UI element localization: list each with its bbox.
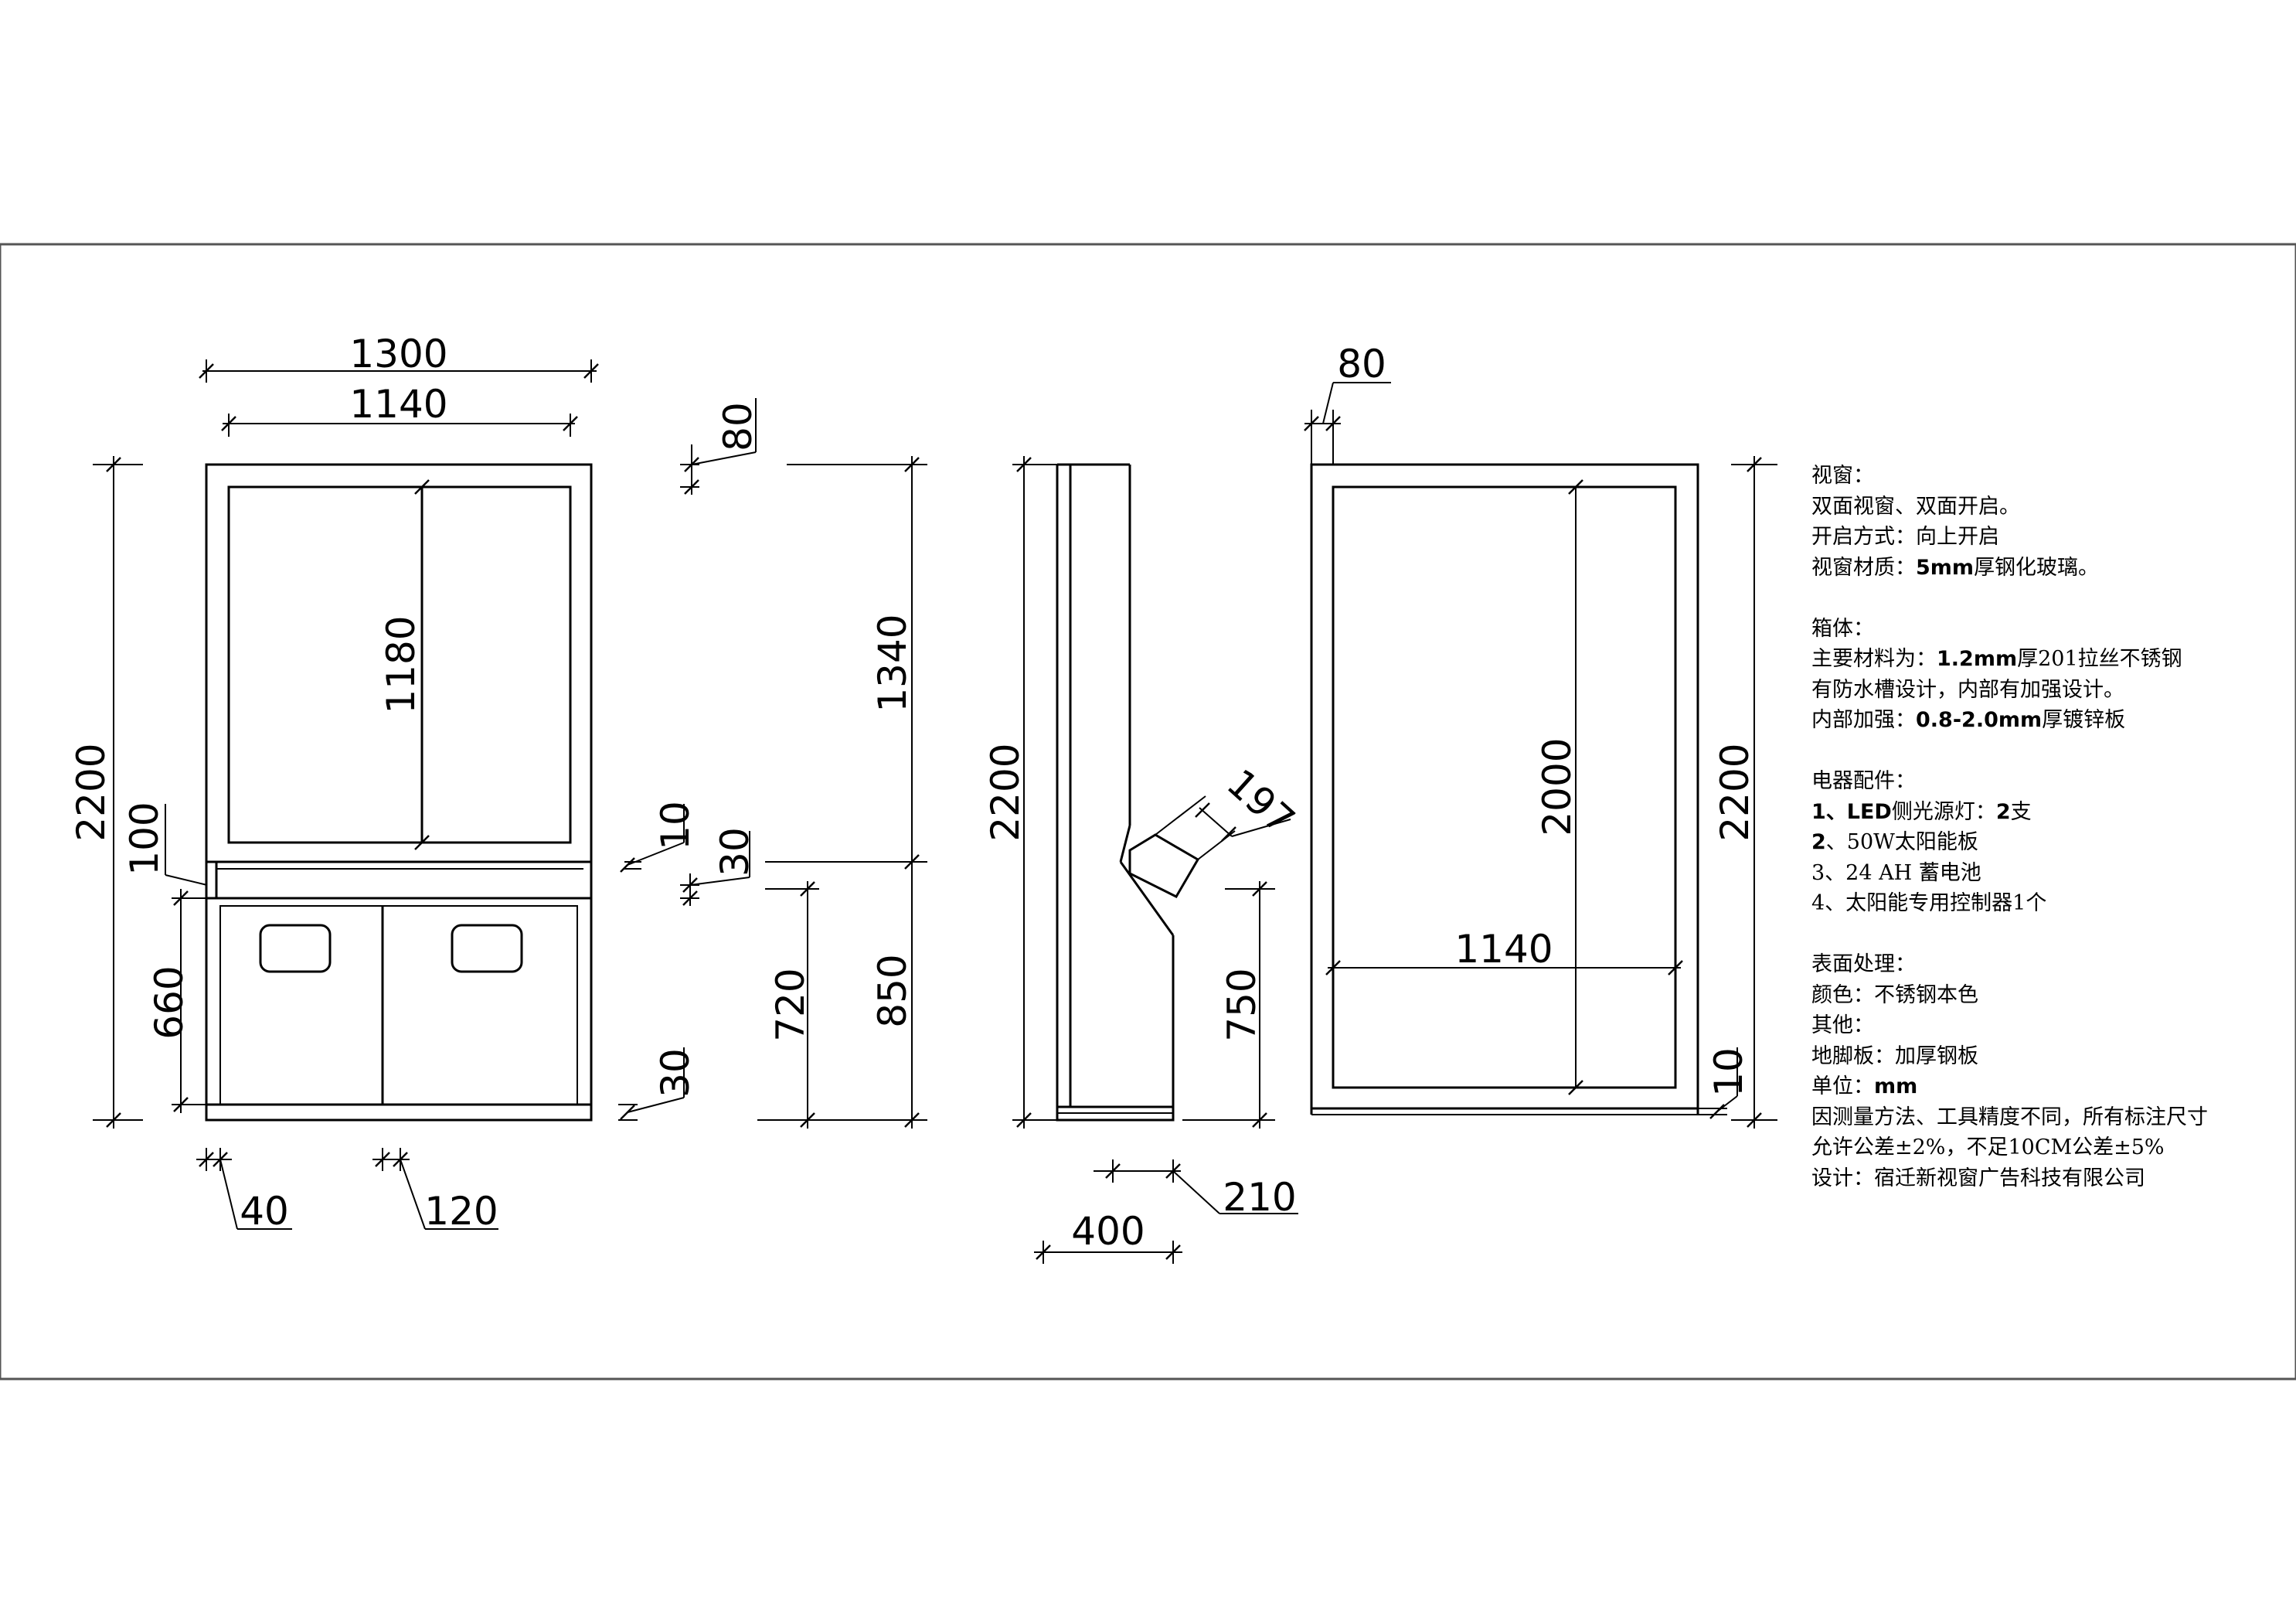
dim-10-front: 10 [653,801,698,850]
text: 厚钢化玻璃。 [1974,555,2100,580]
notes-tolerance-1: 因测量方法、工具精度不同，所有标注尺寸 [1811,1105,2208,1129]
notes-window-1: 双面视窗、双面开启。 [1811,494,2020,519]
dim-30-mid: 30 [713,827,757,877]
notes-elec-1: 1、LED侧光源灯：2支 [1811,797,2275,828]
text: 厚201拉丝不锈钢 [2017,647,2182,671]
dim-1340: 1340 [870,614,915,712]
label: 内部加强： [1811,708,1916,732]
text: 、50W太阳能板 [1825,830,1978,854]
spec-notes: 视窗： 双面视窗、双面开启。 开启方式：向上开启 视窗材质：5mm厚钢化玻璃。 … [1811,461,2275,1193]
notes-window-heading: 视窗： [1811,464,1874,488]
value: 1.2mm [1937,647,2018,671]
value: mm [1874,1074,1918,1098]
value: 0.8-2.0mm [1916,708,2043,732]
notes-elec-4: 4、太阳能专用控制器1个 [1811,891,2047,915]
dim-100: 100 [122,802,167,875]
notes-unit: 单位：mm [1811,1071,2275,1102]
label: 视窗材质： [1811,555,1916,580]
notes-elec-2: 2、50W太阳能板 [1811,827,2275,858]
notes-box-2: 有防水槽设计，内部有加强设计。 [1811,677,2124,702]
dim-2200-back: 2200 [1713,743,1757,841]
dim-40: 40 [240,1189,289,1234]
text: 侧光源灯： [1891,799,1996,824]
dim-80-back: 80 [1337,342,1386,386]
value: 5mm [1916,555,1975,580]
dim-660: 660 [147,965,192,1039]
dim-210: 210 [1223,1175,1296,1220]
notes-window-2: 开启方式：向上开启 [1811,525,1999,549]
notes-box-1: 主要材料为：1.2mm厚201拉丝不锈钢 [1811,644,2275,675]
value: 2 [1995,799,2011,824]
notes-box-heading: 箱体： [1811,616,1874,641]
dim-720: 720 [768,968,813,1041]
dim-1180: 1180 [379,615,423,713]
notes-other-1: 地脚板：加厚钢板 [1811,1044,1978,1068]
dim-1140-front: 1140 [349,382,447,427]
dim-2200-front: 2200 [69,743,114,841]
dim-850: 850 [870,954,915,1027]
side-view: 2200 197 750 210 400 [983,456,1303,1264]
dim-30-bottom: 30 [653,1048,698,1098]
dim-120: 120 [424,1189,498,1234]
sheet-border [0,243,2296,1381]
label: 单位： [1811,1074,1874,1098]
text: 厚镀锌板 [2042,708,2126,732]
dim-1140-back: 1140 [1454,927,1553,972]
text: 支 [2010,799,2032,824]
dim-1300: 1300 [349,332,447,376]
notes-designer: 设计：宿迁新视窗广告科技有限公司 [1811,1166,2145,1190]
back-view: 80 2000 1140 2200 10 [1303,342,1777,1129]
dim-10-back: 10 [1706,1047,1751,1097]
notes-box-3: 内部加强：0.8-2.0mm厚镀锌板 [1811,705,2275,736]
notes-elec-heading: 电器配件： [1811,769,1916,793]
notes-surf-heading: 表面处理： [1811,952,1916,976]
notes-other-heading: 其他： [1811,1013,1874,1037]
notes-tolerance-2: 允许公差±2%，不足10CM公差±5% [1811,1135,2165,1159]
value: 1、LED [1811,799,1892,824]
dim-750: 750 [1219,968,1264,1041]
dim-400: 400 [1071,1209,1145,1254]
notes-elec-3: 3、24 AH 蓄电池 [1811,860,1981,885]
value: 2 [1811,830,1826,854]
dim-80-front: 80 [716,402,760,451]
dim-2000: 2000 [1535,737,1580,836]
front-view: 1300 1140 1180 2200 100 660 40 [69,332,927,1234]
notes-surf-1: 颜色：不锈钢本色 [1811,982,1978,1007]
notes-window-3: 视窗材质：5mm厚钢化玻璃。 [1811,553,2275,584]
label: 主要材料为： [1811,647,1937,671]
dim-2200-side: 2200 [983,743,1028,841]
